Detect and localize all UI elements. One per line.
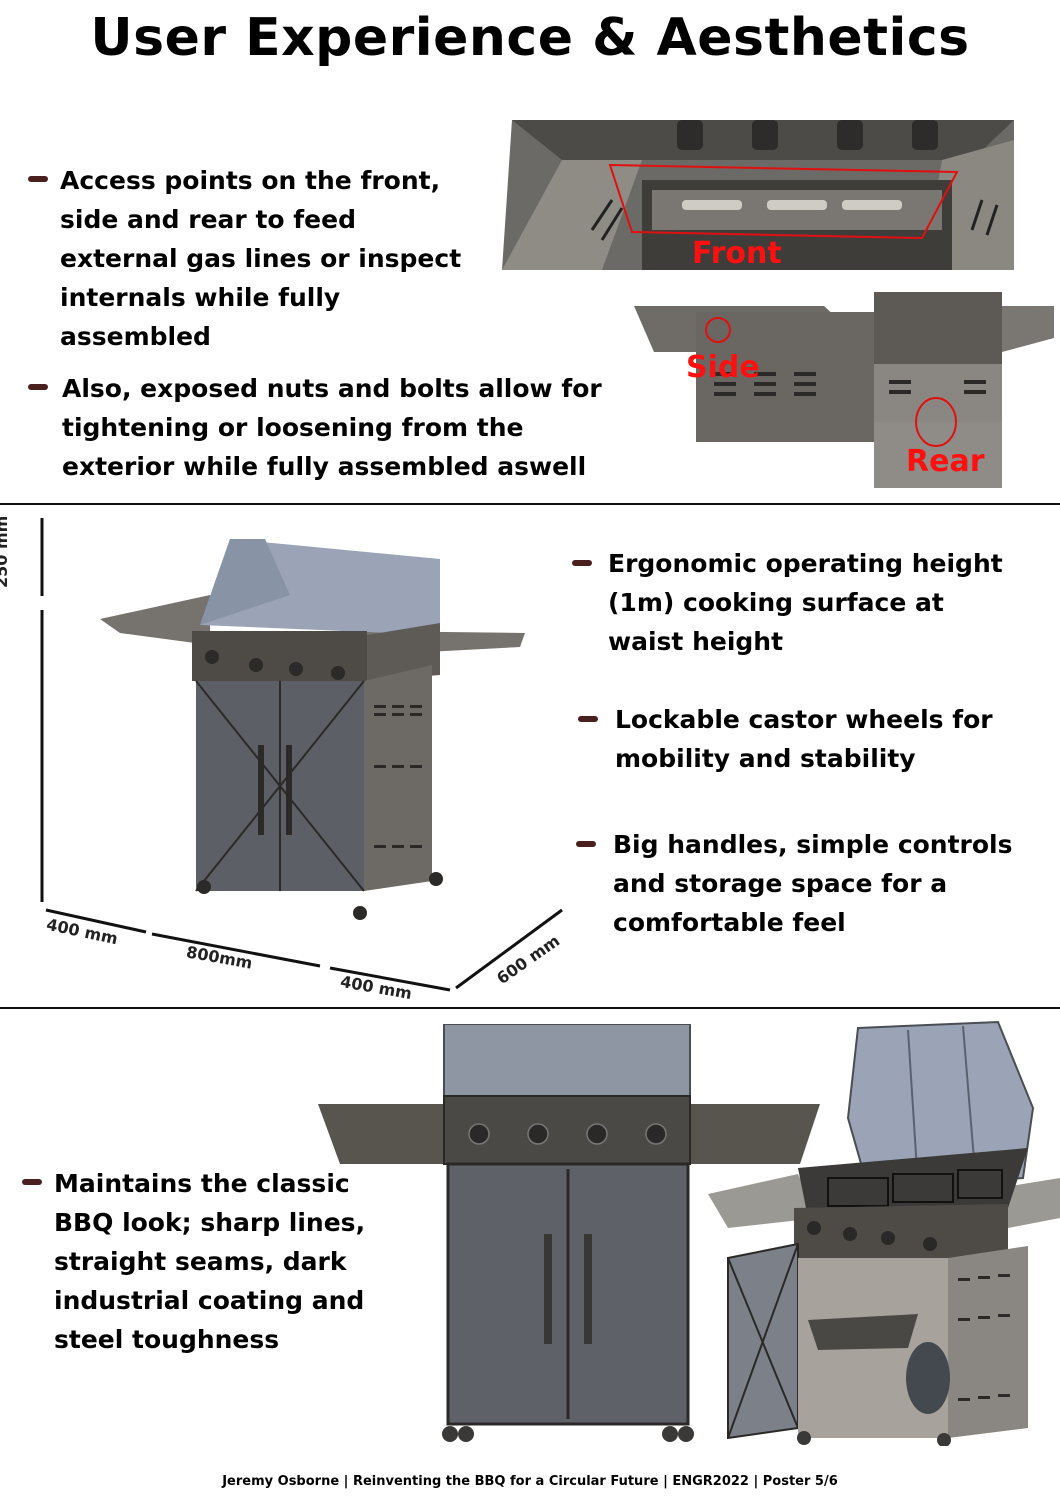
bullet-line: mobility and stability bbox=[615, 744, 916, 773]
bullet-dash-icon bbox=[22, 1179, 42, 1185]
side-rear-access-render bbox=[634, 292, 1054, 488]
poster-title: User Experience & Aesthetics bbox=[90, 8, 970, 68]
bullet-dash-icon bbox=[28, 176, 48, 182]
lid-height-dim: 250 mm bbox=[0, 515, 11, 588]
bullet-line: Access points on the front, bbox=[60, 166, 441, 195]
poster-footer: Jeremy Osborne | Reinventing the BBQ for… bbox=[222, 1474, 838, 1489]
bullet-line: assembled bbox=[60, 322, 211, 351]
bullet-line: Ergonomic operating height bbox=[608, 549, 1003, 578]
bullet-line: external gas lines or inspect bbox=[60, 244, 462, 273]
bbq-dimension-render bbox=[100, 539, 525, 920]
rear-label: Rear bbox=[906, 444, 985, 479]
ergonomic-height-bullet: Ergonomic operating height (1m) cooking … bbox=[608, 544, 1048, 661]
bullet-line: Also, exposed nuts and bolts allow for bbox=[62, 374, 602, 403]
bullet-dash-icon bbox=[578, 716, 598, 722]
castor-wheels-bullet: Lockable castor wheels for mobility and … bbox=[615, 700, 1045, 778]
front-access-render bbox=[502, 120, 1014, 270]
bullet-line: internals while fully bbox=[60, 283, 341, 312]
bullet-line: tightening or loosening from the bbox=[62, 413, 524, 442]
bullet-dash-icon bbox=[28, 384, 48, 390]
section-divider bbox=[0, 503, 1060, 505]
bullet-line: Lockable castor wheels for bbox=[615, 705, 993, 734]
bullet-line: Maintains the classic bbox=[54, 1169, 350, 1198]
bullet-line: comfortable feel bbox=[613, 908, 846, 937]
bullet-line: industrial coating and bbox=[54, 1286, 365, 1315]
bullet-line: steel toughness bbox=[54, 1325, 280, 1354]
bullet-line: and storage space for a bbox=[613, 869, 948, 898]
side-label: Side bbox=[686, 350, 760, 385]
dimension-lines bbox=[40, 518, 563, 992]
bullet-line: side and rear to feed bbox=[60, 205, 356, 234]
exposed-bolts-bullet: Also, exposed nuts and bolts allow for t… bbox=[62, 369, 652, 486]
bullet-line: exterior while fully assembled aswell bbox=[62, 452, 587, 481]
section-divider bbox=[0, 1007, 1060, 1009]
bbq-open-render bbox=[708, 1020, 1060, 1446]
bullet-dash-icon bbox=[572, 560, 592, 566]
bullet-line: Big handles, simple controls bbox=[613, 830, 1013, 859]
front-label: Front bbox=[692, 236, 782, 271]
bullet-line: BBQ look; sharp lines, bbox=[54, 1208, 366, 1237]
bbq-front-view-render bbox=[318, 1024, 820, 1442]
access-points-bullet: Access points on the front, side and rea… bbox=[60, 161, 500, 356]
classic-look-bullet: Maintains the classic BBQ look; sharp li… bbox=[54, 1164, 394, 1359]
handles-controls-bullet: Big handles, simple controls and storage… bbox=[613, 825, 1053, 942]
bullet-line: straight seams, dark bbox=[54, 1247, 347, 1276]
bullet-line: waist height bbox=[608, 627, 784, 656]
body-height-dim: 1000 mm bbox=[0, 702, 62, 785]
bullet-line: (1m) cooking surface at bbox=[608, 588, 944, 617]
bullet-dash-icon bbox=[576, 841, 596, 847]
